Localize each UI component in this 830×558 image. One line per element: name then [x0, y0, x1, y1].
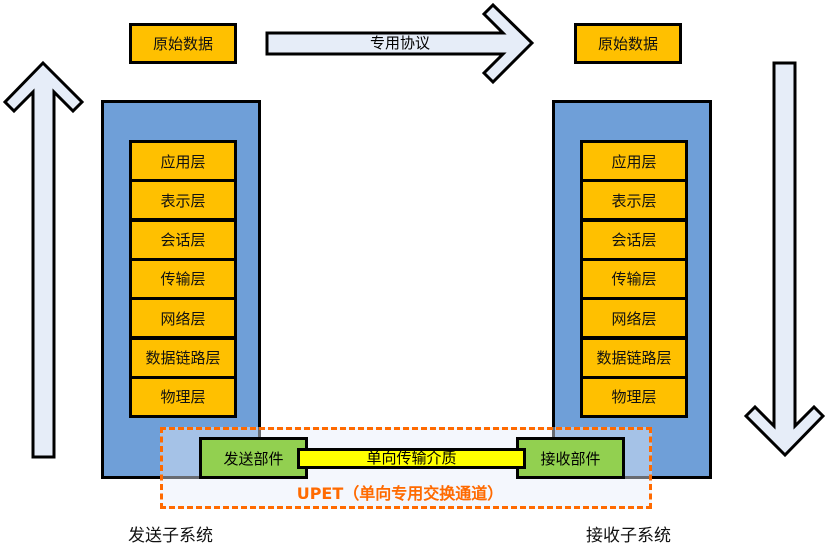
receiver-layer: 会话层 — [580, 218, 688, 261]
sender-system-label: 发送子系统 — [128, 526, 213, 546]
sender-layer: 传输层 — [129, 257, 237, 300]
one-way-medium: 单向传输介质 — [297, 448, 526, 469]
receiver-layer: 应用层 — [580, 140, 688, 182]
receiver-layer: 物理层 — [580, 375, 688, 418]
up-arrow-icon — [2, 60, 85, 459]
receiver-raw-data: 原始数据 — [574, 23, 682, 64]
down-arrow-icon — [743, 61, 826, 458]
receiver-layer: 表示层 — [580, 179, 688, 222]
receiver-layer: 传输层 — [580, 257, 688, 300]
send-component: 发送部件 — [199, 437, 308, 479]
receiver-system-label: 接收子系统 — [586, 526, 671, 546]
receiver-layer: 网络层 — [580, 297, 688, 340]
sender-layer: 物理层 — [129, 375, 237, 418]
sender-layer: 表示层 — [129, 179, 237, 222]
receive-component: 接收部件 — [516, 437, 625, 479]
receiver-layer: 数据链路层 — [580, 336, 688, 379]
sender-layer: 会话层 — [129, 218, 237, 261]
sender-layer: 应用层 — [129, 140, 237, 182]
upet-label: UPET（单向专用交换通道） — [296, 484, 504, 503]
sender-raw-data: 原始数据 — [129, 23, 237, 64]
protocol-label: 专用协议 — [369, 34, 430, 52]
sender-layer: 网络层 — [129, 297, 237, 340]
right-arrow-icon — [265, 2, 535, 85]
sender-layer: 数据链路层 — [129, 336, 237, 379]
